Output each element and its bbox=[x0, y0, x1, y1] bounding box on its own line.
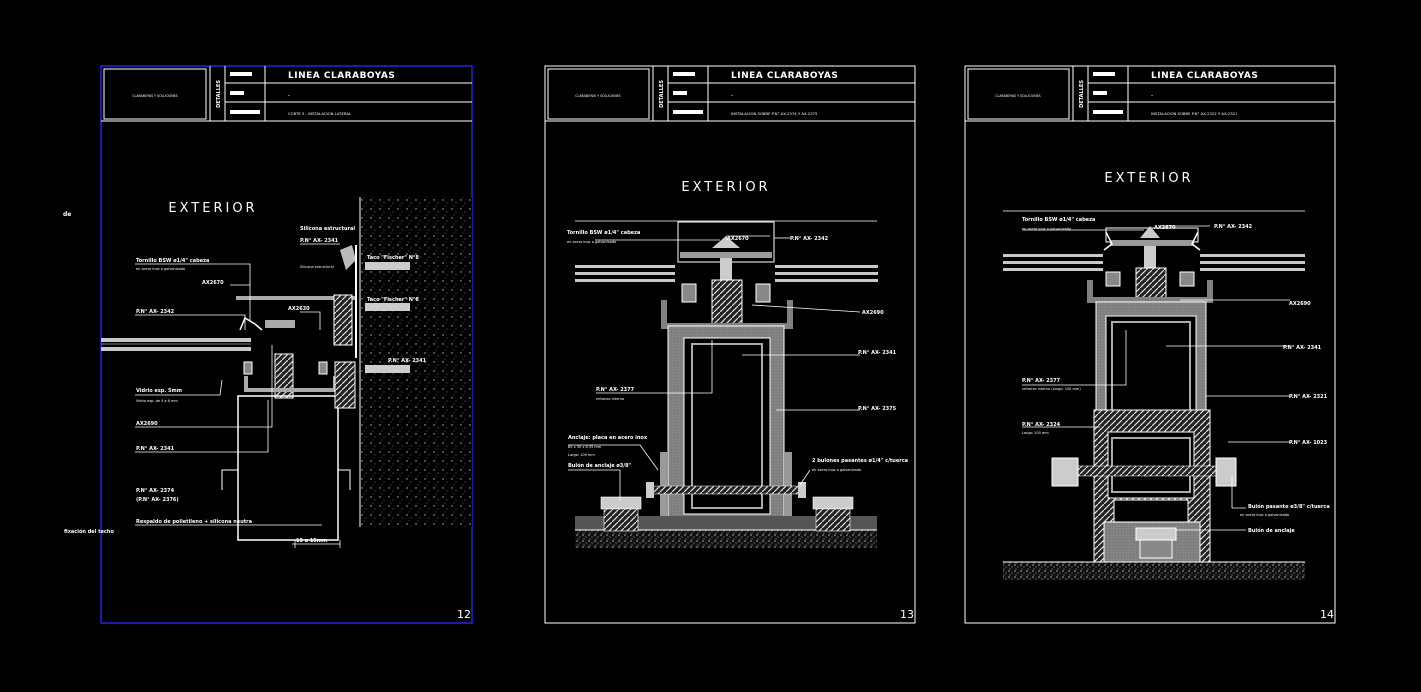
label: P.N° AX- 2374 bbox=[136, 488, 175, 494]
label: P.N° AX- 2341 bbox=[1283, 345, 1322, 351]
label: AX2690 bbox=[862, 310, 884, 316]
label: Silicona estructural bbox=[300, 226, 355, 232]
label: 15 a 15mm bbox=[296, 538, 327, 544]
sheet-12[interactable]: CLARABOYAS Y SOLUCIONES DETALLES LINEA C… bbox=[64, 65, 473, 624]
label: AX2690 bbox=[1289, 301, 1311, 307]
sheet-subtitle: INSTALACION SOBRE P.N° AX-2374 Y AX-2375 bbox=[731, 111, 818, 116]
detail-drawing-14: Tornillo BSW ø1/4" cabeza en acero inox … bbox=[1003, 210, 1330, 580]
label: P.N° AX- 2341 bbox=[136, 446, 175, 452]
sheet-border bbox=[544, 65, 916, 624]
label: AX2690 bbox=[136, 421, 158, 427]
label: Tornillo BSW ø1/4" cabeza bbox=[1022, 217, 1095, 223]
label: P.N° AX- 2324 bbox=[1022, 422, 1061, 428]
logo-text: CLARABOYAS Y SOLUCIONES bbox=[995, 94, 1040, 98]
label: Taco "Fischer" N°8 bbox=[367, 255, 419, 261]
label: en acero inox o galvanizado bbox=[1022, 227, 1071, 231]
sheet-border bbox=[964, 65, 1336, 624]
label: P.N° AX- 2375 bbox=[858, 406, 897, 412]
sheet-title: LINEA CLARABOYAS bbox=[1151, 71, 1258, 81]
label: AX2670 bbox=[202, 280, 224, 286]
label: Tornillo BSW ø1/4" cabeza bbox=[567, 230, 640, 236]
sheet-subtitle: INSTALACION SOBRE P.N° AX-2322 Y AX-2321 bbox=[1151, 111, 1238, 116]
exterior-label: EXTERIOR bbox=[168, 201, 257, 216]
sheet-dash: - bbox=[288, 92, 290, 99]
label: Tornillo BSW ø1/4" cabeza bbox=[136, 258, 209, 264]
sheet-dash: - bbox=[731, 92, 733, 99]
logo-text: CLARABOYAS Y SOLUCIONES bbox=[575, 94, 620, 98]
label: AX2670 bbox=[727, 236, 749, 242]
label: refuerzo interno (Largo: 100 mm) bbox=[1022, 387, 1081, 391]
label: P.N° AX- 2341 bbox=[858, 350, 897, 356]
sheet-title: LINEA CLARABOYAS bbox=[288, 71, 395, 81]
label: Vidrio esp. de 5 a 6 mm bbox=[136, 399, 178, 403]
page-number: 13 bbox=[900, 608, 914, 621]
page-number: 12 bbox=[457, 608, 471, 621]
label: en acero inox o galvanizado bbox=[136, 267, 185, 271]
label: Bulón de anclaje ø3/8" bbox=[568, 462, 632, 469]
label: Largo: 100 mm bbox=[568, 453, 595, 457]
label: P.N° AX- 2342 bbox=[790, 236, 829, 242]
side-label: DETALLES bbox=[659, 80, 665, 108]
stray-mark: de bbox=[63, 211, 71, 218]
page-number: 14 bbox=[1320, 608, 1334, 621]
label: P.N° AX- 1023 bbox=[1289, 440, 1328, 446]
label: P.N° AX- 2321 bbox=[1289, 394, 1328, 400]
label: Largo: 100 mm bbox=[1022, 431, 1049, 435]
label: P.N° AX- 2377 bbox=[1022, 378, 1061, 384]
label: en acero inox o galvanizado bbox=[812, 468, 861, 472]
label: P.N° AX- 2342 bbox=[136, 309, 175, 315]
title-block: CLARABOYAS Y SOLUCIONES DETALLES LINEA C… bbox=[965, 66, 1335, 122]
label: 2 bulones pasantes ø1/4" c/tuerca bbox=[812, 458, 908, 464]
label: P.N° AX- 2341 bbox=[388, 358, 427, 364]
label: 80 x 30 x 6.35 mm bbox=[568, 445, 602, 449]
label: (P.N° AX- 2376) bbox=[136, 497, 179, 503]
label: en acero inox o galvanizado bbox=[567, 240, 616, 244]
label: fixación del techo bbox=[64, 528, 114, 535]
label: P.N° AX- 2342 bbox=[1214, 224, 1253, 230]
label: P.N° AX- 2341 bbox=[300, 238, 339, 244]
title-block: CLARABOYAS Y SOLUCIONES DETALLES LINEA C… bbox=[545, 66, 915, 122]
logo-text: CLARABOYAS Y SOLUCIONES bbox=[132, 94, 177, 98]
detail-drawing-13: Tornillo BSW ø1/4" cabeza en acero inox … bbox=[567, 220, 908, 548]
side-label: DETALLES bbox=[216, 80, 222, 108]
sheet-subtitle: CORTE 3 - INSTALACION LATERAL bbox=[288, 111, 352, 116]
label: Bulón de anclaje bbox=[1248, 527, 1295, 534]
exterior-label: EXTERIOR bbox=[681, 180, 770, 195]
sheet-13[interactable]: CLARABOYAS Y SOLUCIONES DETALLES LINEA C… bbox=[544, 65, 916, 624]
label: Vidrio esp. 5mm bbox=[136, 388, 182, 394]
label: Bulón pasante ø3/8" c/tuerca bbox=[1248, 503, 1330, 510]
title-block: CLARABOYAS Y SOLUCIONES DETALLES LINEA C… bbox=[101, 66, 472, 122]
sheet-14[interactable]: CLARABOYAS Y SOLUCIONES DETALLES LINEA C… bbox=[964, 65, 1336, 624]
label: Respaldo de polietileno + silicona neutr… bbox=[136, 519, 252, 525]
sheet-dash: - bbox=[1151, 92, 1153, 99]
label: AX2670 bbox=[1154, 225, 1176, 231]
side-label: DETALLES bbox=[1079, 80, 1085, 108]
label: refuerzo interno bbox=[596, 397, 624, 401]
label: AX2630 bbox=[288, 306, 310, 312]
detail-drawing-12: Silicona estructural P.N° AX- 2341 Torni… bbox=[64, 197, 472, 548]
sheet-title: LINEA CLARABOYAS bbox=[731, 71, 838, 81]
label: Taco "Fischer" N°8 bbox=[367, 297, 419, 303]
exterior-label: EXTERIOR bbox=[1104, 171, 1193, 186]
label: en acero inox o galvanizado bbox=[1240, 513, 1289, 517]
label: P.N° AX- 2377 bbox=[596, 387, 635, 393]
label: Silicona estructural bbox=[300, 265, 334, 269]
label: Anclaje: placa en acero inox bbox=[568, 435, 648, 441]
